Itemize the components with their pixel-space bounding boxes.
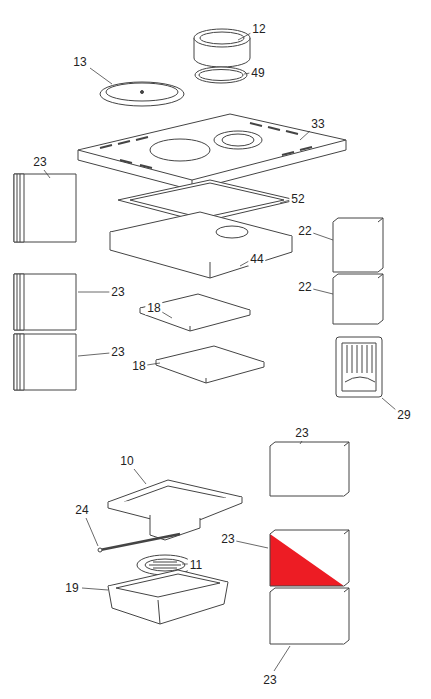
callout-number: 52 bbox=[289, 192, 306, 206]
callout-number: 23 bbox=[293, 426, 310, 440]
rod bbox=[100, 534, 180, 550]
seal-ring bbox=[195, 67, 247, 83]
callout-number: 23 bbox=[219, 532, 236, 546]
callout-number: 11 bbox=[188, 558, 204, 572]
front-grate bbox=[336, 337, 382, 397]
callout-number: 10 bbox=[118, 454, 135, 468]
callout-number: 22 bbox=[296, 224, 313, 238]
side-brick bbox=[14, 334, 76, 390]
callout-number: 22 bbox=[296, 280, 313, 294]
callout-number: 33 bbox=[309, 117, 326, 131]
callout-number: 23 bbox=[109, 345, 126, 359]
callout-number: 44 bbox=[248, 252, 265, 266]
firebox-frame bbox=[108, 480, 242, 540]
leader-lines bbox=[44, 33, 396, 671]
ash-pan bbox=[108, 570, 228, 624]
callout-number: 29 bbox=[395, 408, 412, 422]
callout-number: 18 bbox=[145, 301, 162, 315]
top-plate bbox=[78, 114, 346, 190]
side-brick bbox=[14, 174, 76, 242]
callout-number: 23 bbox=[31, 155, 48, 169]
callout-number: 13 bbox=[71, 55, 88, 69]
callout-number: 49 bbox=[249, 66, 266, 80]
cover-disc bbox=[100, 82, 184, 106]
callout-number: 23 bbox=[109, 285, 126, 299]
callout-number: 12 bbox=[250, 22, 267, 36]
callout-number: 19 bbox=[63, 581, 80, 595]
callout-number: 24 bbox=[73, 503, 90, 517]
callout-number: 23 bbox=[261, 673, 278, 687]
callout-number: 18 bbox=[130, 359, 147, 373]
side-brick bbox=[14, 274, 76, 330]
